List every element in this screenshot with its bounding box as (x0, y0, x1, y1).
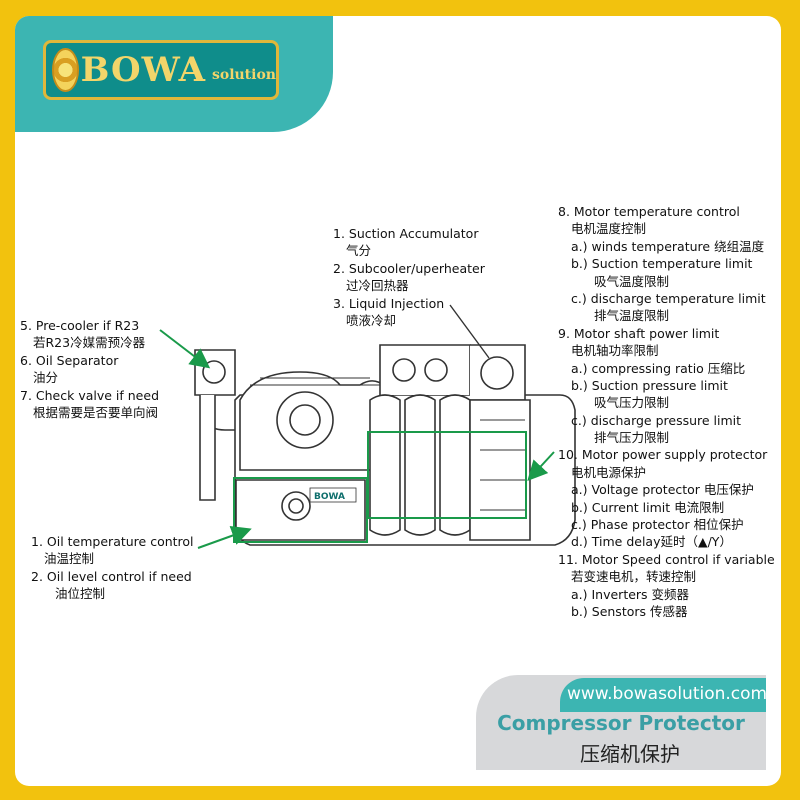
annotation-line: 油位控制 (55, 586, 106, 602)
annotation-line: 过冷回热器 (346, 278, 409, 294)
suction-port (480, 356, 514, 390)
annotation-line: c.) discharge temperature limit (571, 290, 766, 306)
bowa-logo: BOWA solution (43, 40, 279, 100)
annotation-line: d.) Time delay延时（▲/Y） (571, 534, 732, 550)
arrow-suction-accumulator (449, 304, 490, 359)
annotation-line: 电机温度控制 (571, 221, 647, 237)
annotation-line: 喷液冷却 (346, 312, 397, 328)
annotation-line: 油温控制 (44, 551, 95, 567)
logo-suffix: solution (211, 67, 276, 83)
annotation-line: 1. Suction Accumulator (333, 226, 479, 241)
footer-title-cn: 压缩机保护 (580, 742, 680, 766)
annotation-line: 11. Motor Speed control if variable (558, 551, 775, 567)
annotation-line: 2. Subcooler/uperheater (333, 260, 485, 276)
logo-emblem-icon (52, 48, 79, 92)
annotation-line: 10. Motor power supply protector (558, 447, 768, 463)
arrow-precooler (159, 329, 211, 369)
annotation-line: a.) Inverters 变频器 (571, 586, 690, 602)
annotation-line: 电机电源保护 (571, 464, 647, 480)
annotation-top-center: 1. Suction Accumulator 气分 2. Subcooler/u… (333, 225, 485, 329)
annotation-line: c.) discharge pressure limit (571, 412, 742, 428)
sump-logo-text: BOWA (314, 492, 345, 502)
annotation-line: 电机轴功率限制 (571, 343, 659, 359)
annotation-left-bottom: 1. Oil temperature control 油温控制 2. Oil l… (31, 533, 194, 603)
annotation-line: 3. Liquid Injection (333, 295, 445, 311)
annotation-line: 排气压力限制 (594, 430, 670, 446)
annotation-line: 油分 (33, 370, 59, 386)
annotation-line: 8. Motor temperature control (558, 204, 740, 219)
arrow-oil-control (197, 526, 252, 549)
content-panel: BOWA solution (15, 16, 781, 786)
annotation-line: a.) compressing ratio 压缩比 (571, 360, 746, 376)
footer-url-band (560, 678, 766, 712)
annotation-line: 7. Check valve if need (20, 387, 160, 403)
annotation-line: b.) Suction temperature limit (571, 256, 753, 272)
footer-title: Compressor Protector (497, 711, 745, 735)
annotation-line: 气分 (346, 243, 372, 259)
annotation-line: 1. Oil temperature control (31, 534, 194, 549)
annotation-line: b.) Senstors 传感器 (571, 603, 688, 619)
annotation-line: a.) winds temperature 绕组温度 (571, 238, 765, 254)
annotation-line: 6. Oil Separator (20, 352, 119, 368)
annotation-line: 吸气温度限制 (594, 273, 670, 289)
annotation-line: 5. Pre-cooler if R23 (20, 318, 140, 333)
annotation-line: 2. Oil level control if need (31, 568, 192, 584)
annotation-line: 排气温度限制 (594, 308, 670, 324)
logo-brand: BOWA (80, 50, 206, 90)
motor-protection-highlight (367, 431, 527, 519)
annotation-left-top: 5. Pre-cooler if R23 若R23冷媒需预冷器 6. Oil S… (20, 317, 159, 421)
annotation-line: 若R23冷媒需预冷器 (33, 335, 146, 351)
annotation-line: 9. Motor shaft power limit (558, 325, 720, 341)
annotation-right: 8. Motor temperature control 电机温度控制 a.) … (558, 203, 775, 620)
annotation-line: a.) Voltage protector 电压保护 (571, 482, 754, 498)
annotation-line: b.) Suction pressure limit (571, 377, 728, 393)
annotation-line: 若变速电机，转速控制 (571, 569, 697, 585)
annotation-line: 吸气压力限制 (594, 395, 670, 411)
annotation-line: b.) Current limit 电流限制 (571, 499, 725, 515)
arrow-motor-protection (527, 451, 555, 481)
annotation-line: c.) Phase protector 相位保护 (571, 517, 744, 533)
website-url[interactable]: www.bowasolution.com (567, 684, 768, 704)
annotation-line: 根据需要是否要单向阀 (33, 404, 159, 420)
